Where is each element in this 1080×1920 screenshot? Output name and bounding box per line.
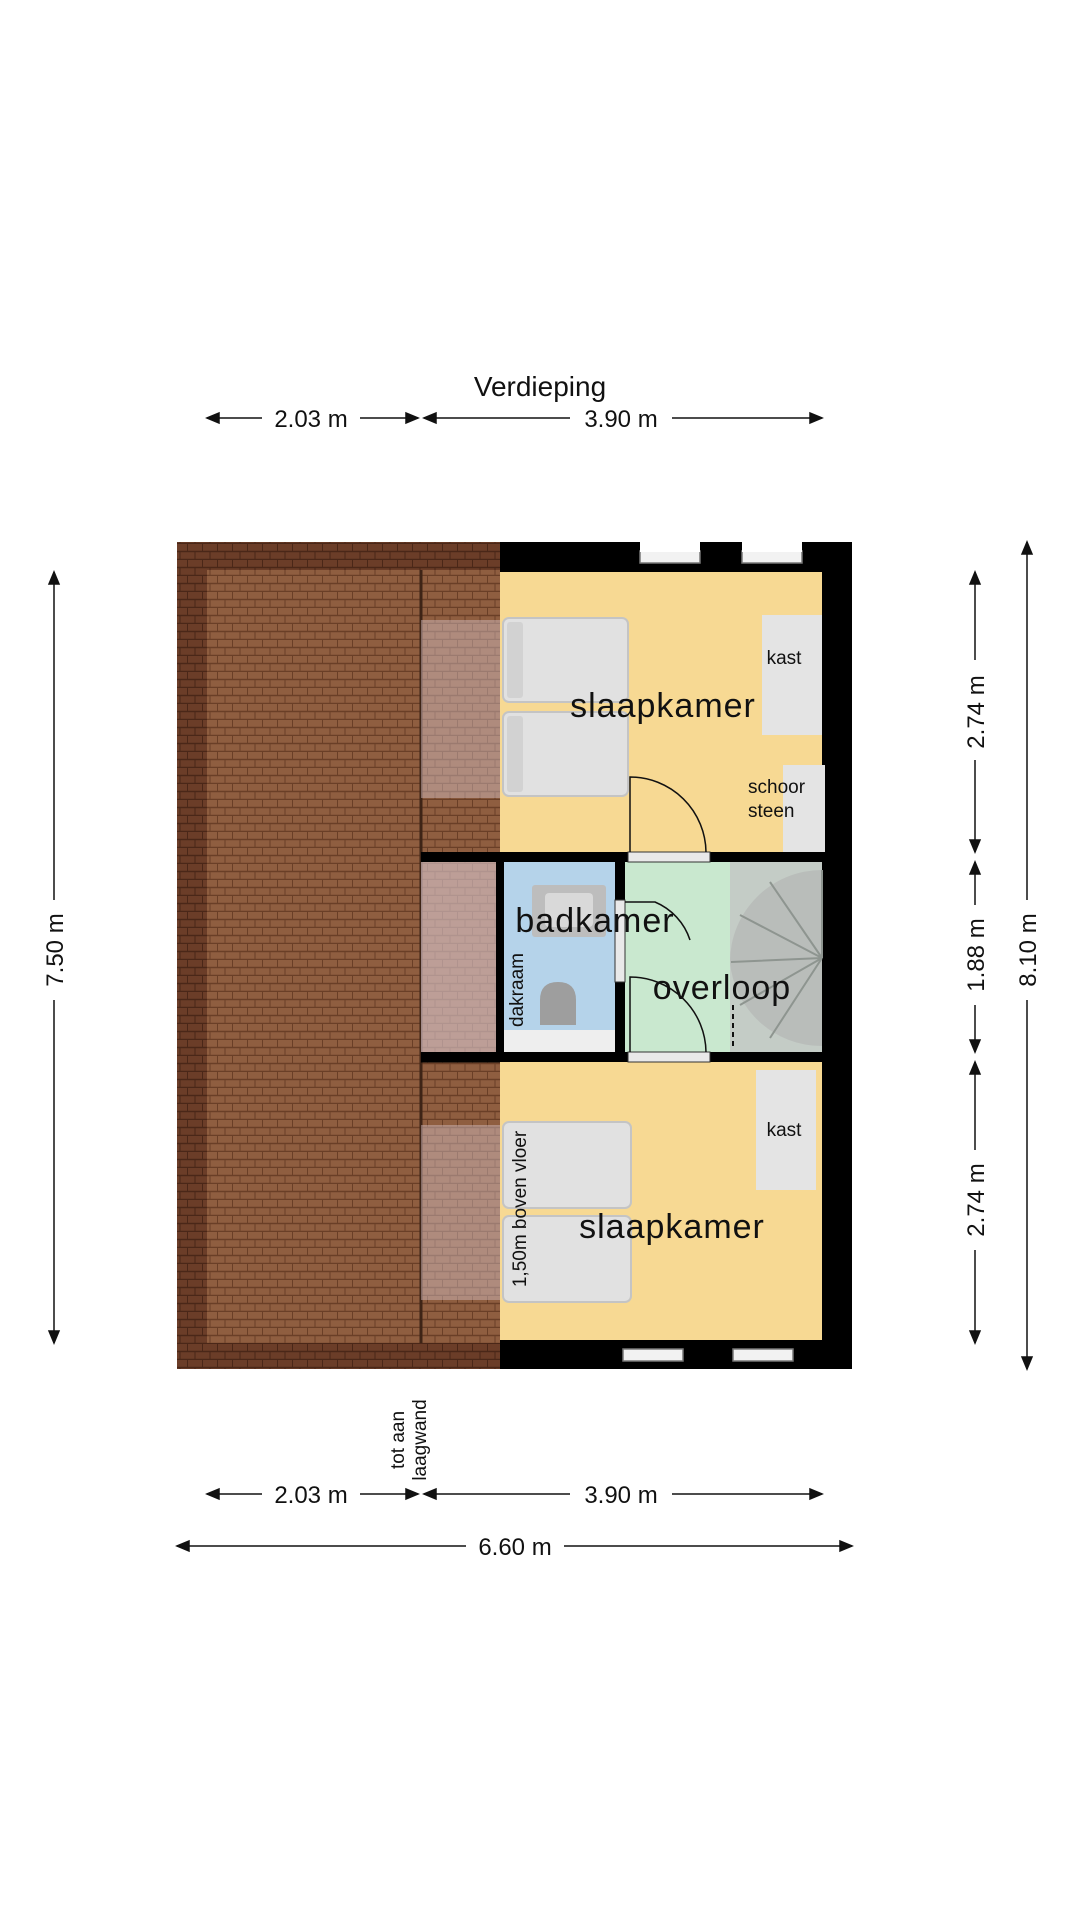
toilet	[540, 982, 576, 1025]
spiral-stairs	[730, 870, 823, 1050]
dim-bottom-left: 2.03 m	[274, 1482, 347, 1509]
label-skylight: dakraam	[507, 953, 528, 1027]
room-landing	[625, 862, 730, 1052]
dim-top-right: 3.90 m	[584, 406, 657, 433]
bathroom-floor-strip	[500, 1030, 615, 1052]
wardrobe-bottom	[756, 1070, 816, 1190]
bed-bottom-1	[502, 1121, 632, 1209]
dim-right-middle: 1.88 m	[963, 918, 990, 991]
bed-bottom-2	[502, 1215, 632, 1303]
dim-bottom-right: 3.90 m	[584, 1482, 657, 1509]
window-top-2	[741, 550, 803, 564]
plan-title: Verdieping	[474, 371, 606, 402]
bathroom-top-wall	[421, 852, 822, 862]
label-bedroom-top: slaapkamer	[570, 687, 756, 725]
sink-basin	[545, 893, 593, 927]
dim-right-bottom: 2.74 m	[963, 1163, 990, 1236]
roof-window-middle	[421, 860, 500, 1056]
dim-left-height: 7.50 m	[42, 913, 69, 986]
label-bathroom: badkamer	[515, 902, 674, 940]
label-chimney-1: schoor	[748, 777, 806, 798]
label-kneewall-1: tot aan	[388, 1411, 409, 1469]
pillow-top-1	[507, 622, 523, 698]
label-landing: overloop	[653, 969, 791, 1007]
dimension-lines	[47, 411, 1034, 1553]
door-gap-top	[627, 851, 711, 863]
bed-top-2	[502, 711, 629, 797]
door-swing-bottom	[629, 976, 707, 1053]
label-kast-bottom: kast	[767, 1120, 803, 1141]
dim-top-left: 2.03 m	[274, 406, 347, 433]
door-swing-bathroom	[625, 901, 691, 941]
bathroom-left-wall	[496, 852, 504, 1062]
window-bottom-2	[732, 1348, 794, 1362]
door-gap-bottom	[627, 1051, 711, 1063]
label-bedroom-bottom: slaapkamer	[579, 1208, 765, 1246]
window-bottom-1	[622, 1348, 684, 1362]
window-top-1	[639, 550, 701, 564]
label-kast-top: kast	[767, 648, 803, 669]
bathroom-roofside-tint	[421, 862, 496, 1052]
door-gap-bathroom	[614, 899, 626, 983]
label-kneewall-2: laagwand	[410, 1399, 431, 1480]
bathroom-bottom-wall	[421, 1052, 822, 1062]
label-chimney-2: steen	[748, 801, 794, 822]
dim-right-total: 8.10 m	[1015, 913, 1042, 986]
roof-inner	[207, 570, 500, 1343]
house	[421, 542, 852, 1369]
window-top-2-gap	[742, 542, 802, 552]
dim-bottom-total: 6.60 m	[478, 1534, 551, 1561]
door-swing-top	[629, 776, 707, 853]
wardrobe-top	[762, 615, 822, 735]
dim-right-top: 2.74 m	[963, 675, 990, 748]
window-top-1-gap	[640, 542, 700, 552]
pillow-top-2	[507, 716, 523, 792]
roof-window-top	[421, 620, 500, 798]
bed-top-1	[502, 617, 629, 703]
roof	[177, 542, 500, 1369]
roof-window-bottom	[421, 1125, 500, 1300]
chimney	[783, 765, 825, 852]
label-height-note: 1,50m boven vloer	[510, 1130, 531, 1287]
